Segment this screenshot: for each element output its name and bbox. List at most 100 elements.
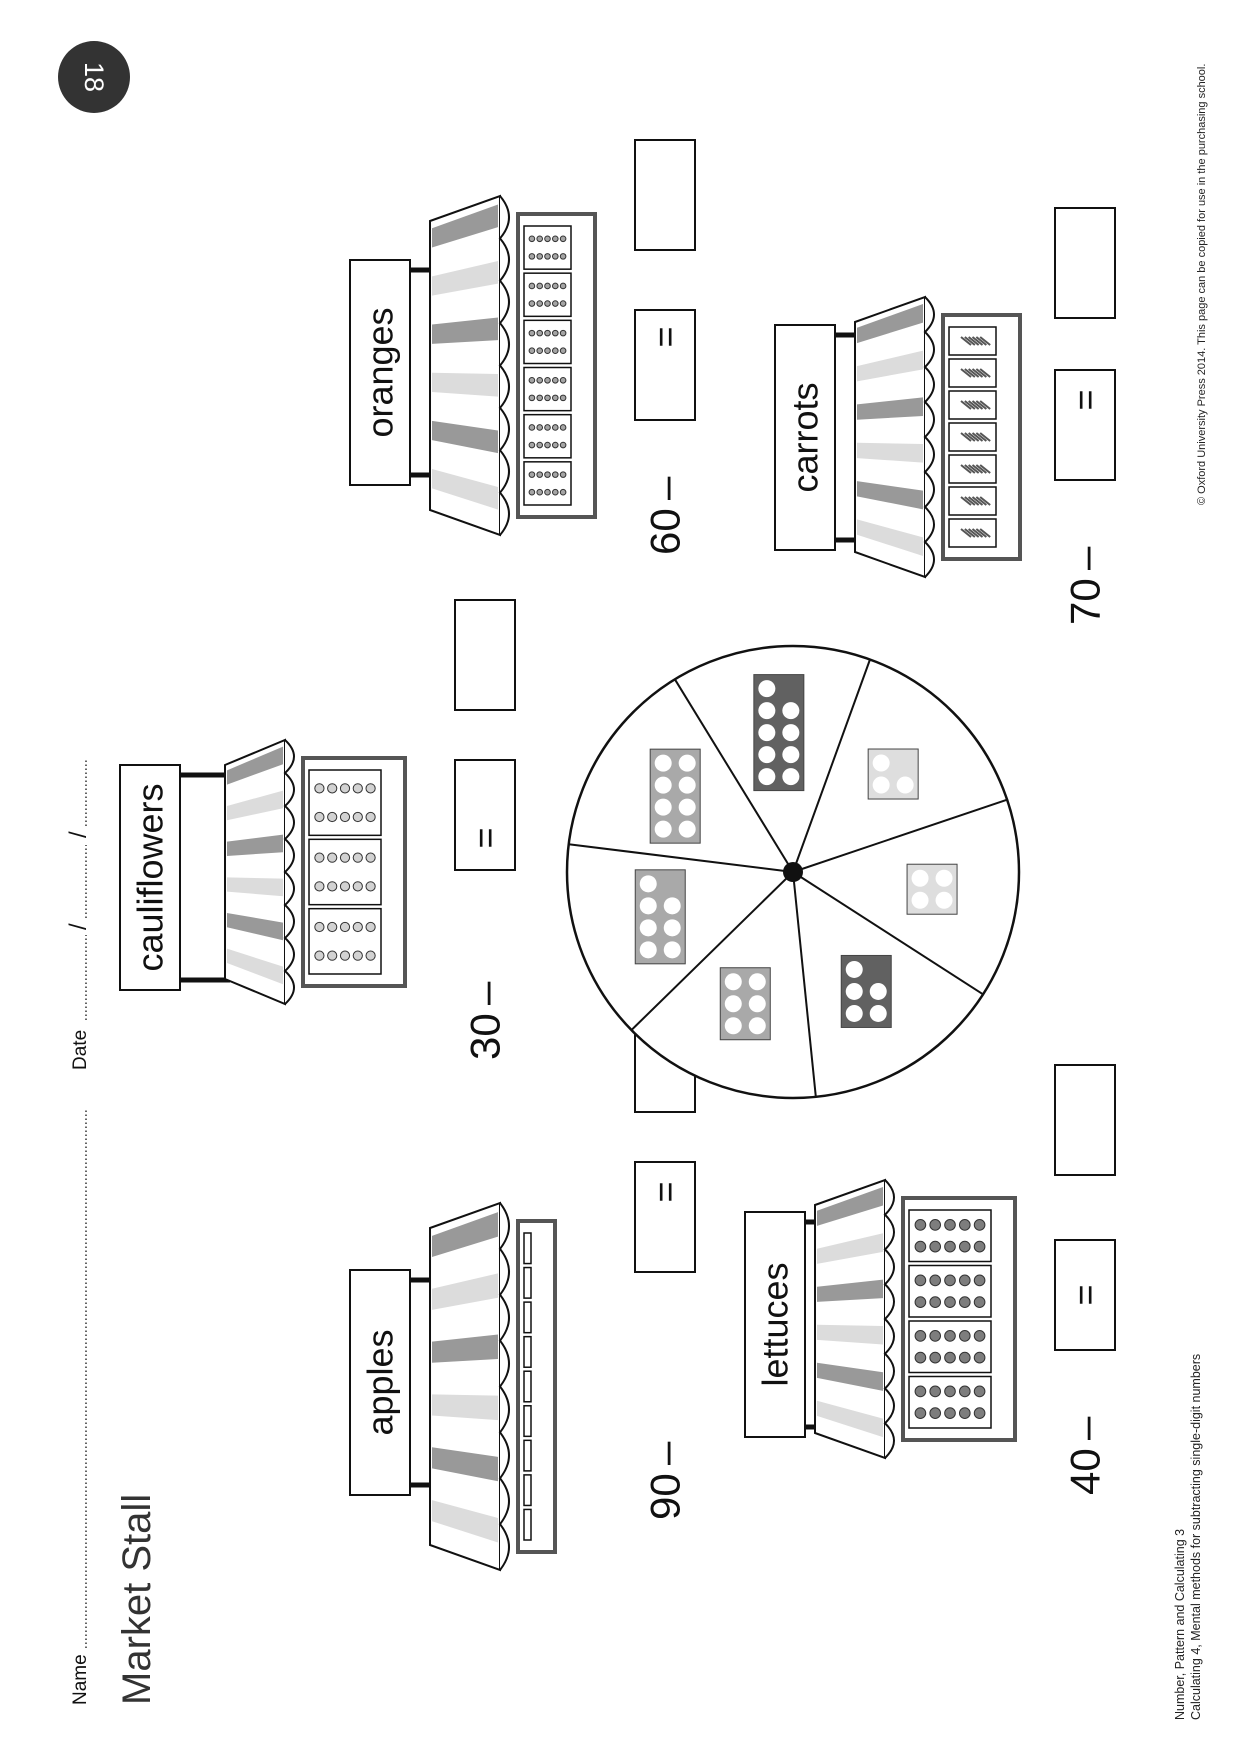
awning-stripe — [817, 1400, 883, 1438]
orange-icon — [559, 300, 567, 307]
number-tile-9 — [753, 674, 805, 792]
lettuce-icon — [929, 1296, 942, 1308]
orange-icon — [528, 329, 536, 337]
answer-box-subtrahend[interactable] — [1054, 1239, 1116, 1351]
awning-stripe — [432, 469, 498, 510]
answer-box-subtrahend[interactable] — [454, 759, 516, 871]
lettuce-icon — [929, 1407, 942, 1419]
lettuce-icon — [973, 1385, 986, 1398]
stall-sign-label: apples — [360, 1329, 401, 1435]
minus-sign: – — [1062, 1416, 1109, 1440]
equation-start-number: 30 — [462, 1013, 509, 1060]
tile-hole — [639, 875, 657, 893]
lettuce-icon — [973, 1330, 986, 1342]
orange-icon — [528, 282, 536, 290]
cauliflower-icon — [352, 921, 363, 933]
lettuce-icon — [958, 1330, 971, 1342]
lettuce-icon — [929, 1351, 942, 1364]
tile-hole — [748, 1017, 766, 1035]
awning-stripe — [432, 1212, 498, 1258]
orange-icon — [536, 300, 544, 307]
tile-hole — [872, 776, 890, 794]
orange-icon — [536, 424, 544, 431]
awning-stripe — [857, 481, 923, 510]
lettuce-icon — [958, 1240, 971, 1253]
awning-stripe — [857, 350, 923, 382]
orange-icon — [528, 441, 536, 449]
orange-icon — [528, 235, 536, 243]
tile-hole — [678, 798, 696, 816]
crate-box — [523, 272, 572, 318]
carrot-mark — [975, 336, 987, 346]
counter-frame — [901, 1196, 1017, 1442]
tile-hole — [758, 724, 776, 742]
carrot-mark — [979, 400, 991, 410]
spinner-pivot[interactable] — [783, 862, 803, 882]
answer-box-result[interactable] — [634, 139, 696, 251]
orange-icon — [536, 347, 544, 355]
answer-box-subtrahend[interactable] — [1054, 369, 1116, 481]
orange-icon — [551, 253, 559, 260]
lettuce-icon — [914, 1407, 927, 1419]
equation: 30–= — [454, 599, 516, 1060]
tile-hole — [748, 973, 766, 991]
number-tile-7 — [634, 869, 686, 965]
awning-stripe — [227, 913, 283, 941]
awning-stripe — [857, 442, 923, 463]
orange-icon — [544, 376, 551, 384]
cauliflower-icon — [314, 921, 325, 933]
crate — [523, 1335, 532, 1368]
cauliflower-icon — [352, 852, 363, 863]
counter-frame — [941, 313, 1022, 561]
stall-sign — [349, 259, 411, 486]
crate — [948, 326, 997, 356]
tile-hole — [758, 746, 776, 764]
orange-icon — [528, 300, 536, 307]
tile-hole — [869, 982, 887, 1000]
carrot-mark — [971, 400, 984, 410]
number-tile-8 — [649, 748, 701, 844]
answer-box-subtrahend[interactable] — [634, 1161, 696, 1273]
awning-stripe — [817, 1186, 883, 1226]
lettuce-icon — [914, 1296, 927, 1308]
orange-icon — [551, 441, 559, 449]
sign-post — [409, 269, 431, 476]
equals-sign: = — [645, 326, 686, 347]
lettuce-icon — [958, 1219, 971, 1231]
cauliflower-icon — [339, 921, 351, 933]
orange-icon — [551, 394, 559, 402]
cauliflower-icon — [352, 950, 363, 961]
cauliflower-icon — [365, 783, 376, 794]
answer-box-result[interactable] — [454, 599, 516, 711]
footer: Number, Pattern and Calculating 3 Calcul… — [1173, 64, 1208, 1720]
orange-icon — [559, 253, 567, 260]
crate-box — [523, 366, 572, 412]
orange-icon — [544, 424, 551, 431]
tile-hole — [935, 891, 953, 909]
lettuce-icon — [944, 1219, 956, 1231]
orange-icon — [559, 488, 567, 496]
cauliflower-icon — [314, 783, 325, 794]
awning-stripe — [227, 746, 283, 785]
answer-box-subtrahend[interactable] — [634, 309, 696, 421]
date-separator-2: / — [65, 831, 92, 838]
answer-box-result[interactable] — [1054, 1064, 1116, 1176]
spinner — [565, 644, 1021, 1100]
name-label: Name — [70, 1654, 91, 1705]
lettuce-icon — [973, 1407, 986, 1419]
orange-icon — [559, 282, 567, 290]
carrot-mark — [979, 336, 991, 346]
crate-box — [523, 1335, 532, 1368]
lettuce-icon — [973, 1274, 986, 1287]
carrot-mark — [960, 496, 972, 506]
tile-body — [906, 863, 958, 915]
answer-box-result[interactable] — [1054, 207, 1116, 319]
carrot-mark — [960, 432, 972, 442]
lettuce-icon — [958, 1296, 971, 1308]
cauliflower-icon — [352, 881, 363, 892]
lettuce-icon — [929, 1330, 942, 1342]
